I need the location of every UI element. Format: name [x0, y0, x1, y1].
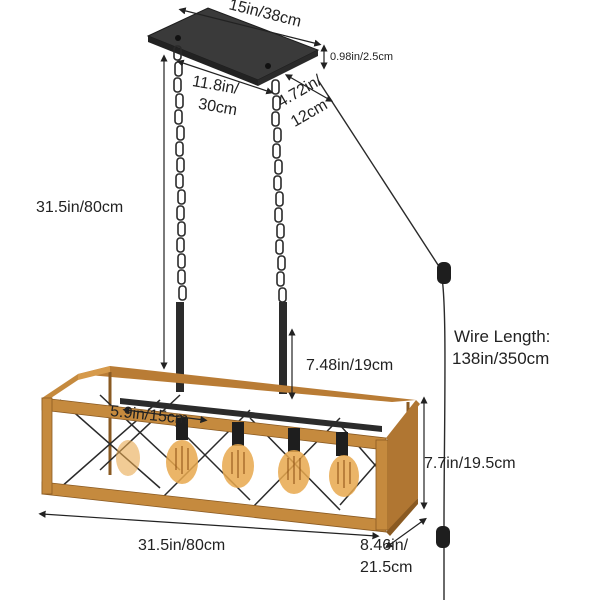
socket-rail [120, 398, 382, 432]
label-rod-length: 7.48in/19cm [306, 357, 394, 374]
left-chain [173, 45, 187, 301]
right-down-rod [279, 302, 287, 394]
inline-switch [437, 262, 451, 284]
label-frame-length: 31.5in/80cm [138, 537, 226, 554]
label-frame-depth-line1: 8.46in/ [360, 537, 409, 554]
label-wire-length: Wire Length: [454, 327, 551, 346]
dim-canopy-length [178, 7, 322, 47]
bulb-2 [222, 422, 254, 488]
dim-chain-spacing [176, 59, 274, 95]
left-down-rod [176, 302, 184, 392]
label-wire-value: 138in/350cm [452, 349, 550, 368]
label-frame-depth-line2: 21.5cm [360, 559, 413, 576]
bulb-4 [329, 432, 359, 497]
dim-canopy-width [284, 74, 334, 102]
bulb-1 [166, 418, 198, 484]
cord-plug [436, 526, 450, 548]
label-frame-height: 7.7in/19.5cm [424, 455, 516, 472]
bulb-3 [278, 428, 310, 494]
dim-frame-depth [385, 517, 427, 549]
bulb-5 [116, 440, 140, 476]
label-canopy-height: 0.98in/2.5cm [330, 51, 393, 63]
label-chain-length: 31.5in/80cm [36, 199, 124, 216]
right-chain [271, 79, 287, 303]
dim-socket-spacing [122, 406, 208, 424]
dim-frame-length [38, 510, 380, 540]
